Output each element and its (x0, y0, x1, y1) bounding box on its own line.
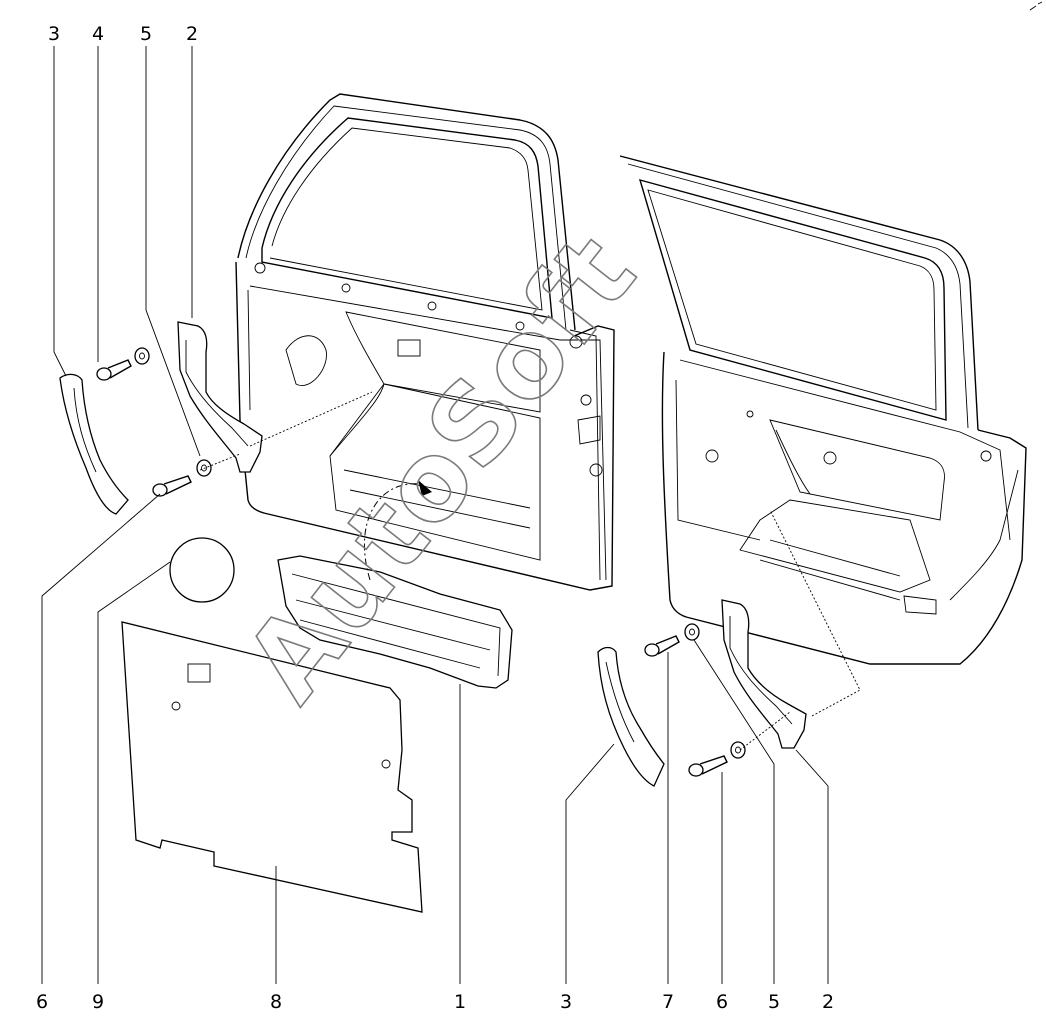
callout-7-bottom: 7 (662, 991, 674, 1013)
screw-7 (644, 635, 680, 657)
callout-8-bottom: 8 (270, 991, 282, 1013)
callout-3-bottom: 3 (560, 991, 572, 1013)
pull-handle-rear (597, 646, 665, 787)
screw-6-front (152, 475, 192, 497)
callout-4-top: 4 (92, 23, 104, 45)
rear-door (619, 155, 1027, 665)
screw-6-rear (688, 755, 728, 777)
armrest-bracket-front (177, 321, 263, 473)
front-door (235, 93, 615, 591)
washer-5-rear (684, 623, 700, 641)
callout-9-bottom: 9 (92, 991, 104, 1013)
trim-panel-8 (121, 621, 423, 913)
callout-6-bottom-right: 6 (716, 991, 728, 1013)
callout-2-top: 2 (186, 23, 198, 45)
screw-4 (96, 359, 132, 381)
pull-handle-front (59, 373, 129, 515)
corner-mark (1029, 1, 1043, 11)
callout-3-top: 3 (48, 23, 60, 45)
cover-disc-9 (169, 537, 235, 603)
washer-5-front (134, 347, 150, 365)
callout-2-bottom: 2 (822, 991, 834, 1013)
armrest-bracket-rear (721, 599, 807, 749)
door-pocket-1 (277, 555, 513, 689)
callout-5-bottom: 5 (768, 991, 780, 1013)
callout-6-bottom-left: 6 (36, 991, 48, 1013)
washer-rear-lower (730, 741, 746, 759)
callout-5-top: 5 (140, 23, 152, 45)
callout-1-bottom: 1 (454, 991, 466, 1013)
